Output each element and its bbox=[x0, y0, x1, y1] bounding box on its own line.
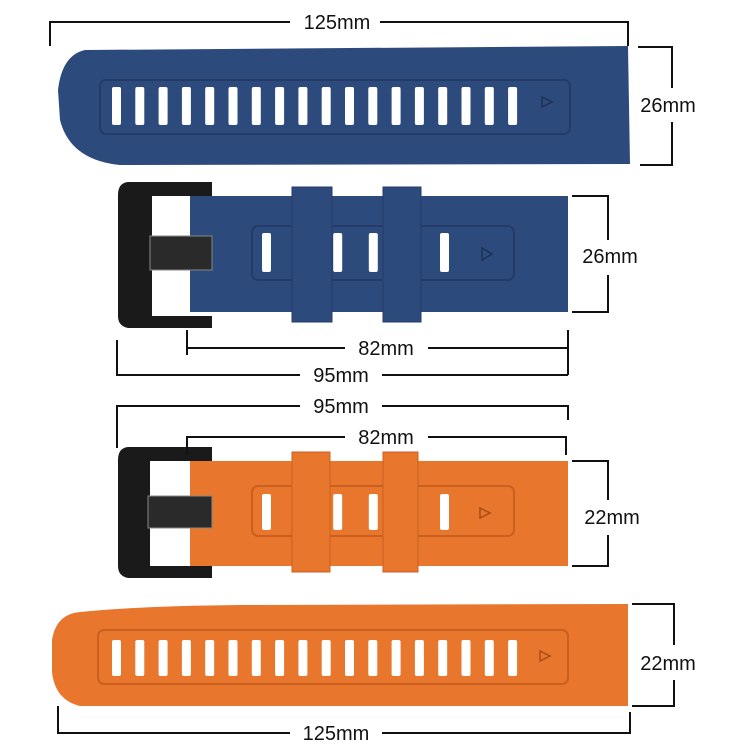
strap-hole bbox=[414, 87, 424, 125]
strap-hole bbox=[112, 87, 121, 125]
strap-hole bbox=[345, 640, 354, 676]
navy-buckle-strap bbox=[118, 182, 568, 328]
strap-hole bbox=[135, 87, 145, 125]
strap-hole bbox=[298, 640, 308, 676]
strap-loop bbox=[382, 451, 419, 573]
strap-hole bbox=[181, 87, 191, 125]
total-length-label: 95mm bbox=[313, 396, 369, 418]
strap-hole bbox=[262, 233, 271, 272]
orange-buckle-strap bbox=[118, 447, 568, 578]
strap-hole bbox=[228, 640, 238, 676]
strap-hole bbox=[368, 494, 378, 530]
strap-hole bbox=[298, 87, 308, 125]
strap-hole bbox=[321, 87, 331, 125]
length-label: 125mm bbox=[304, 12, 371, 34]
dimension-lines bbox=[49, 21, 675, 734]
strap-loop bbox=[382, 186, 422, 323]
width-label: 26mm bbox=[582, 246, 638, 268]
orange-long-strap bbox=[52, 604, 628, 706]
strap-hole bbox=[251, 640, 261, 676]
strap-hole bbox=[414, 640, 424, 676]
strap-hole bbox=[368, 233, 378, 272]
strap-hole bbox=[181, 640, 191, 676]
strap-hole bbox=[112, 640, 121, 676]
arrow-icon bbox=[541, 95, 554, 109]
strap-hole bbox=[205, 640, 215, 676]
strap-hole bbox=[321, 640, 331, 676]
width-label: 26mm bbox=[640, 95, 696, 117]
strap-hole bbox=[345, 87, 354, 125]
strap-length-label: 82mm bbox=[358, 338, 414, 360]
buckle bbox=[118, 182, 213, 328]
arrow-icon bbox=[539, 649, 552, 663]
strap-hole bbox=[461, 640, 471, 676]
strap-hole bbox=[461, 87, 471, 125]
strap-hole bbox=[228, 87, 238, 125]
strap-hole bbox=[368, 640, 378, 676]
strap-hole bbox=[333, 494, 343, 530]
strap-hole bbox=[391, 640, 401, 676]
total-length-label: 95mm bbox=[313, 365, 369, 387]
strap-hole bbox=[391, 87, 401, 125]
strap-hole bbox=[275, 87, 285, 125]
strap-hole bbox=[438, 640, 448, 676]
length-label: 125mm bbox=[303, 723, 370, 745]
strap-hole bbox=[484, 87, 494, 125]
width-label: 22mm bbox=[584, 507, 640, 529]
strap-hole bbox=[440, 494, 449, 530]
strap-hole bbox=[158, 87, 168, 125]
arrow-icon bbox=[479, 506, 492, 520]
strap-hole bbox=[205, 87, 215, 125]
strap-hole bbox=[508, 640, 518, 676]
width-label: 22mm bbox=[640, 653, 696, 675]
buckle bbox=[118, 447, 213, 578]
strap-hole bbox=[438, 87, 448, 125]
strap-loop bbox=[291, 186, 333, 323]
strap-hole bbox=[135, 640, 145, 676]
strap-hole bbox=[508, 87, 518, 125]
arrow-icon bbox=[481, 246, 494, 262]
strap-hole bbox=[333, 233, 343, 272]
strap-hole bbox=[262, 494, 271, 530]
strap-hole bbox=[440, 233, 449, 272]
strap-length-label: 82mm bbox=[358, 427, 414, 449]
strap-hole bbox=[484, 640, 494, 676]
strap-hole bbox=[251, 87, 261, 125]
strap-hole bbox=[368, 87, 378, 125]
strap-hole bbox=[158, 640, 168, 676]
strap-loop bbox=[291, 451, 331, 573]
navy-long-strap bbox=[58, 46, 630, 165]
strap-hole bbox=[275, 640, 285, 676]
